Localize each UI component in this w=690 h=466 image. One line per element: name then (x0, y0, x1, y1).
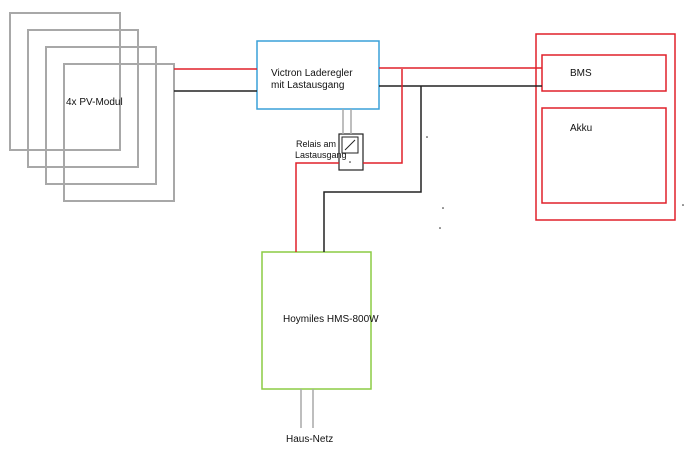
grid-label: Haus-Netz (286, 434, 334, 445)
relay-box (338, 133, 364, 171)
battery-box (535, 33, 676, 221)
relay-symbol (341, 136, 359, 154)
stray-dot-1 (426, 136, 428, 138)
stray-dot-3 (439, 227, 441, 229)
pv-label: 4x PV-Modul (66, 97, 123, 108)
inverter-box (261, 251, 372, 390)
inverter-label: Hoymiles HMS-800W (283, 314, 379, 325)
stray-dot-2 (442, 207, 444, 209)
bms-box (541, 54, 667, 92)
pv-panel-2 (27, 29, 139, 168)
stray-dot-4 (682, 204, 684, 206)
inverter-positive-wire (295, 162, 339, 252)
bms-label: BMS (570, 68, 592, 79)
relay-switch-line (344, 139, 356, 151)
inverter-negative-wire (323, 86, 422, 252)
relay-label-line1: Relais am (296, 139, 337, 149)
victron-label-line1: Victron Laderegler (271, 68, 353, 79)
pv-panel-3 (45, 46, 157, 185)
akku-box (541, 107, 667, 204)
victron-box (256, 40, 380, 110)
pv-panel-4 (63, 63, 175, 202)
relay-label-line2: Lastausgang (295, 150, 347, 160)
akku-label: Akku (570, 123, 593, 134)
victron-label-line2: mit Lastausgang (271, 80, 345, 91)
relay-dot (349, 161, 351, 163)
load-positive-wire (363, 69, 403, 164)
pv-modules (9, 12, 175, 202)
